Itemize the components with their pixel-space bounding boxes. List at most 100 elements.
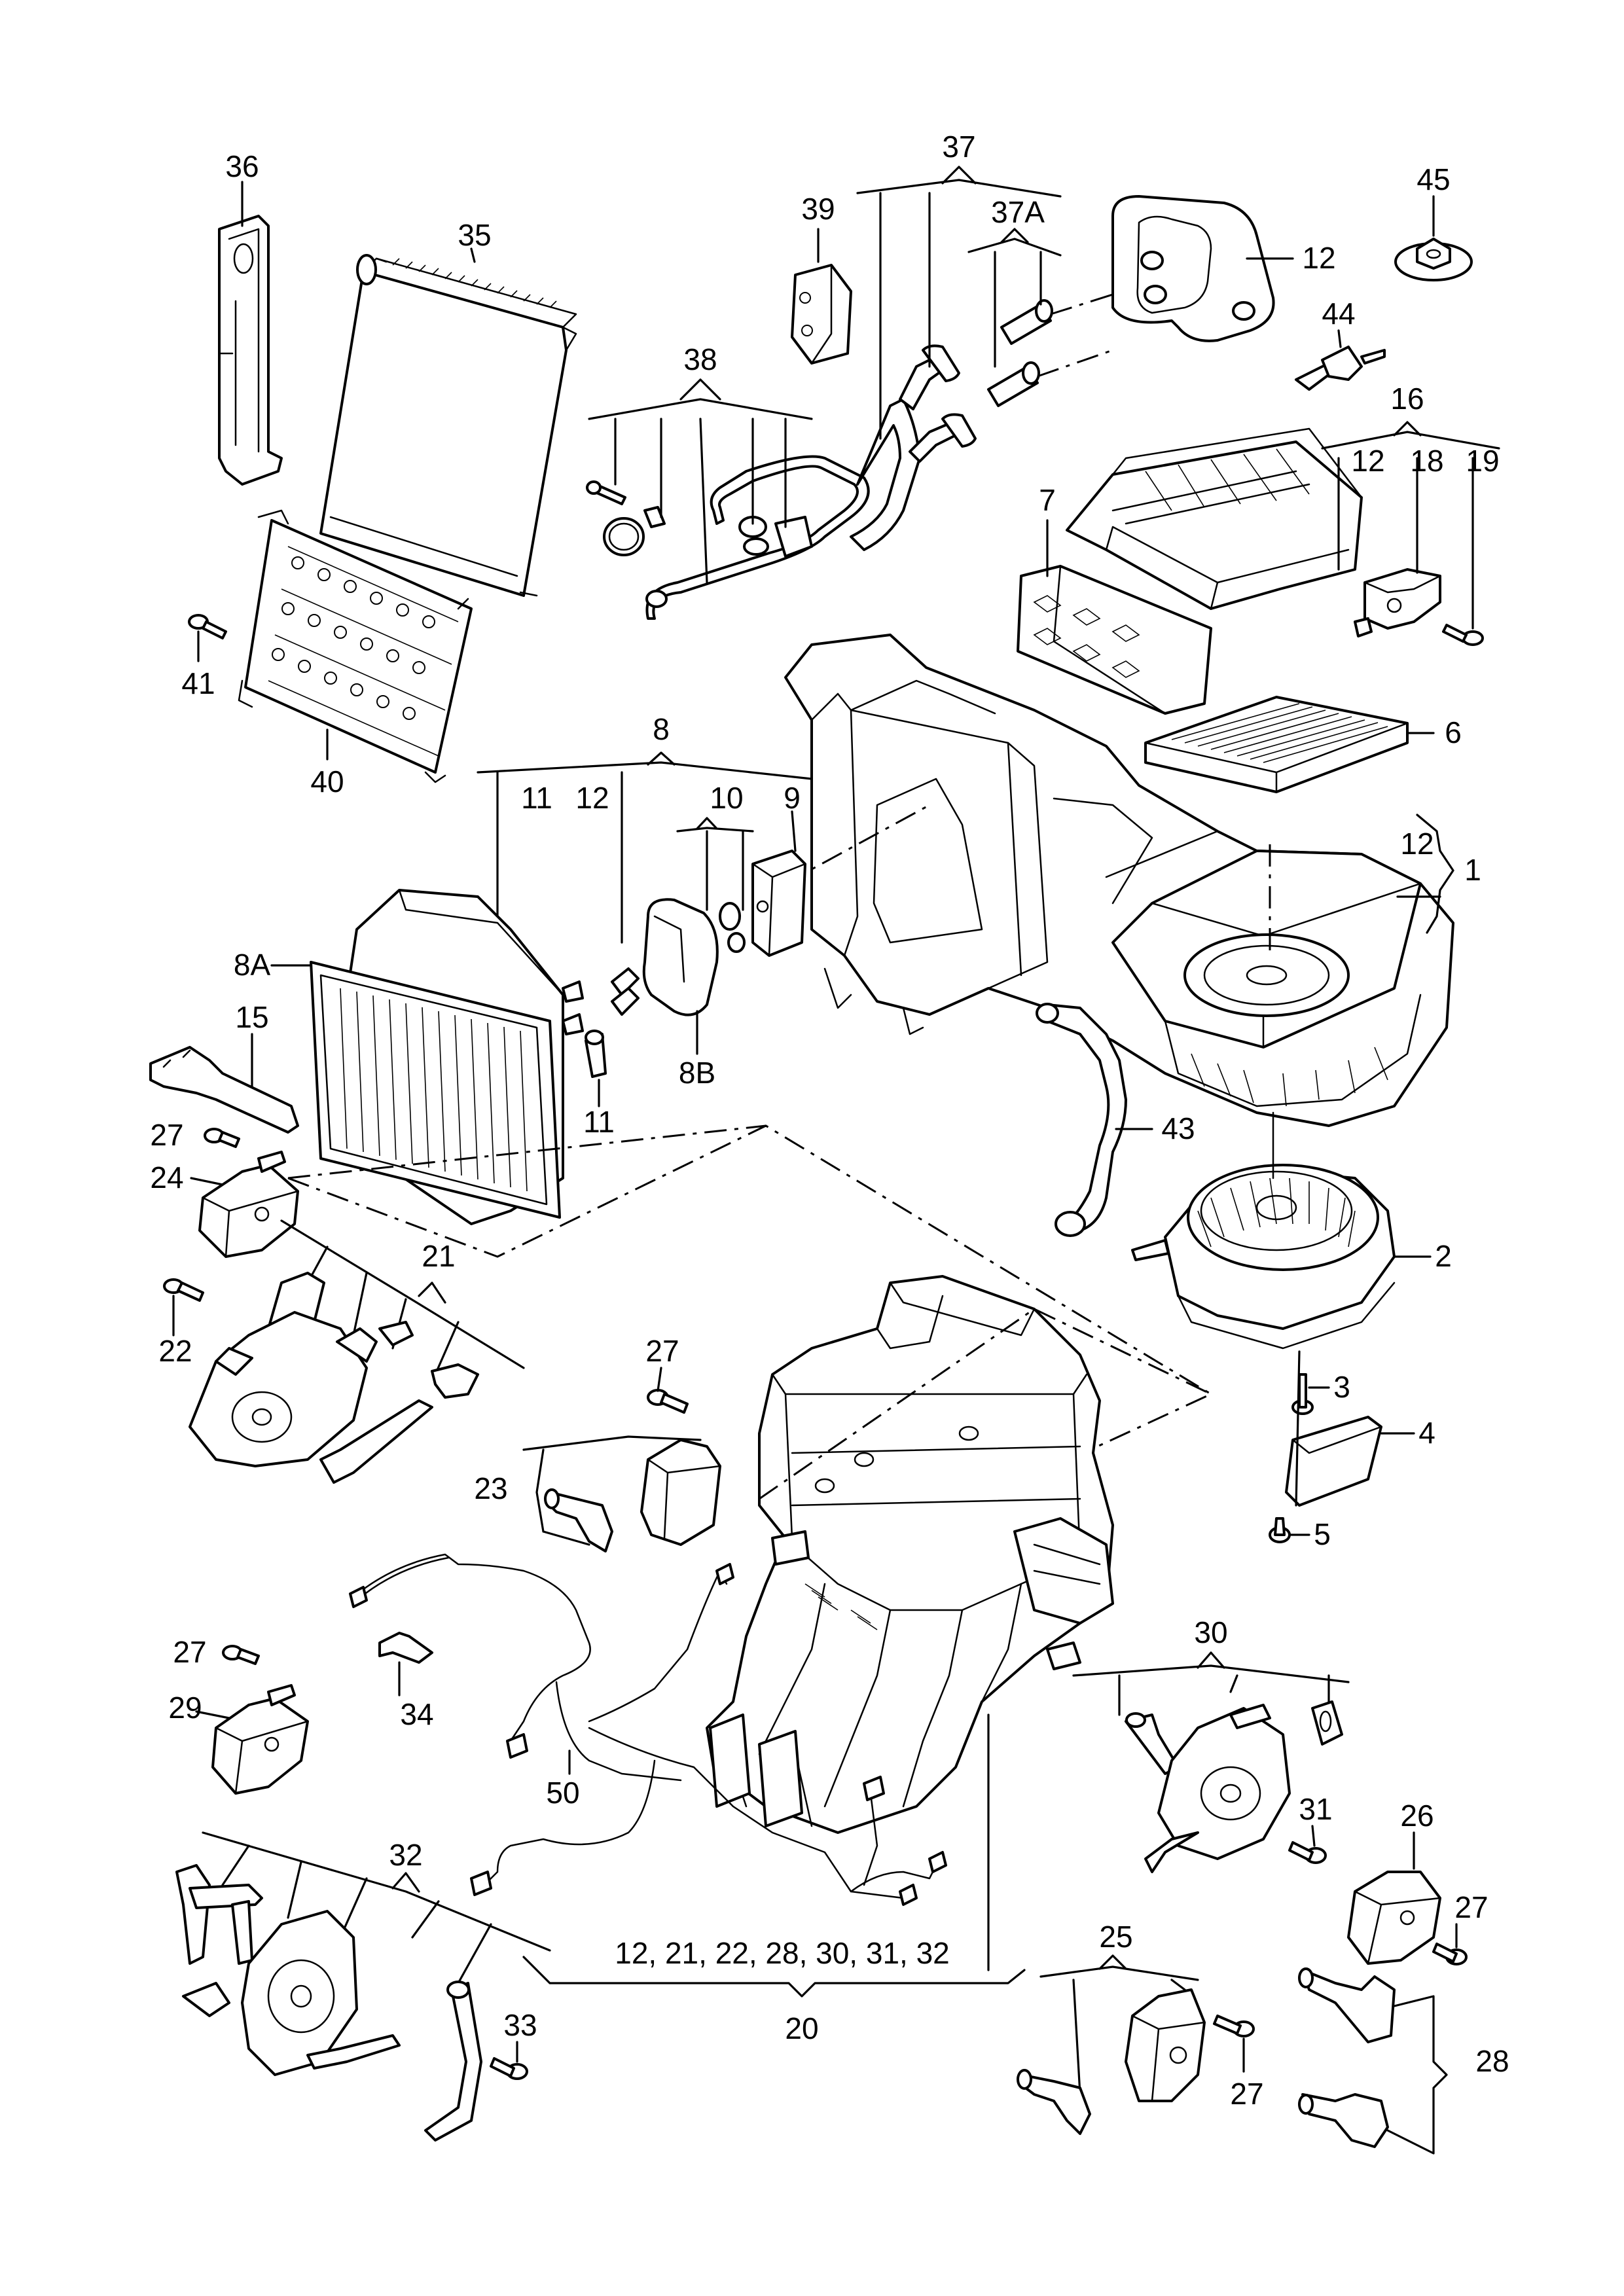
part-37a-valves [987, 299, 1053, 407]
callout-16: 16 [1390, 382, 1424, 416]
callout-18: 18 [1410, 444, 1443, 478]
callout-27-c: 27 [173, 1635, 206, 1669]
part-3-screw [1291, 1373, 1314, 1415]
part-19-screw [1442, 624, 1484, 646]
part-20-heater-housing [706, 1275, 1114, 1834]
callout-6: 6 [1445, 715, 1462, 749]
part-39-valve-block [791, 264, 852, 365]
callout-8: 8 [653, 712, 670, 746]
callout-39: 39 [801, 192, 835, 226]
part-40-aux-heater [238, 509, 473, 783]
part-31-screw [1288, 1841, 1327, 1864]
part-8b-expansion-cover [642, 898, 719, 1016]
part-44-clip [1295, 346, 1386, 391]
callout-34: 34 [400, 1697, 433, 1731]
callout-29: 29 [168, 1691, 202, 1725]
part-9-expansion-valve [751, 850, 806, 957]
callout-21: 21 [422, 1239, 455, 1273]
callout-27-b: 27 [645, 1334, 679, 1368]
part-50-wiring-harness [349, 1553, 947, 1906]
part-21-actuator-linkage [189, 1272, 479, 1484]
callout-4: 4 [1418, 1416, 1435, 1450]
part-30-flap-motor [1125, 1700, 1343, 1873]
callout-41: 41 [181, 666, 215, 700]
part-33-screw [490, 2057, 528, 2080]
callout-20: 20 [785, 2011, 818, 2045]
part-27-screw-d [1432, 1943, 1468, 1965]
callout-32: 32 [389, 1838, 422, 1872]
part-28-flap-shafts [1298, 1967, 1396, 2148]
part-32-flap-motor [175, 1864, 482, 2142]
part-41-screw [188, 614, 227, 639]
part-38-refrigerant-line [586, 344, 977, 620]
callout-23: 23 [474, 1471, 507, 1505]
callout-19: 19 [1466, 444, 1499, 478]
callout-9: 9 [784, 781, 801, 815]
callout-40: 40 [310, 764, 344, 798]
part-27-screw-e [1213, 2015, 1255, 2037]
part-5-screw [1269, 1517, 1291, 1543]
callout-25: 25 [1099, 1920, 1132, 1954]
part-12-gasket [1111, 195, 1275, 342]
callout-7: 7 [1039, 483, 1056, 517]
callout-12-d: 12 [1400, 827, 1434, 861]
part-4-cover [1285, 1416, 1382, 1507]
callout-31: 31 [1299, 1792, 1332, 1826]
callout-12-b: 12 [1351, 444, 1384, 478]
part-34-clip [378, 1632, 433, 1664]
part-26-servo-motor [1347, 1871, 1441, 1965]
callout-15: 15 [235, 1000, 268, 1034]
callout-26: 26 [1400, 1799, 1434, 1833]
part-29-servo-motor [211, 1684, 309, 1795]
callout-11: 11 [521, 781, 552, 815]
callout-33: 33 [503, 2008, 537, 2042]
part-16-air-inlet [1066, 427, 1363, 610]
callout-20-list: 12, 21, 22, 28, 30, 31, 32 [615, 1936, 950, 1970]
part-8a-evaporator [310, 889, 584, 1225]
callout-45: 45 [1416, 162, 1450, 196]
callout-27-d: 27 [1454, 1890, 1488, 1924]
callout-5: 5 [1314, 1517, 1331, 1551]
callout-10: 10 [710, 781, 743, 815]
part-24-servo-motor [198, 1151, 299, 1258]
callout-38: 38 [683, 342, 717, 376]
part-22-screw [163, 1278, 204, 1302]
callout-28: 28 [1475, 2044, 1509, 2078]
callout-8a: 8A [234, 948, 271, 982]
callout-22: 22 [158, 1334, 192, 1368]
callout-36: 36 [225, 149, 259, 183]
callout-30: 30 [1194, 1615, 1227, 1649]
part-45-nut [1394, 238, 1473, 281]
callout-8b: 8B [679, 1056, 715, 1090]
callout-43: 43 [1161, 1111, 1195, 1145]
callout-35: 35 [458, 218, 491, 252]
callout-12-c: 12 [575, 781, 609, 815]
part-27-screw-b [647, 1389, 689, 1414]
callout-12-top: 12 [1302, 241, 1335, 275]
part-25-servo-motor [1017, 1988, 1206, 2135]
callout-2: 2 [1435, 1239, 1452, 1273]
part-36-bracket [218, 215, 283, 486]
part-18-actuator [1354, 568, 1441, 637]
callout-44: 44 [1322, 296, 1355, 331]
part-10-o-rings [719, 902, 746, 953]
callout-1: 1 [1464, 853, 1481, 887]
part-2-blower-motor [1131, 1111, 1396, 1350]
part-27-screw-a [204, 1128, 240, 1148]
part-6-dust-filter [1144, 696, 1409, 793]
part-7-recirculation-flap [1017, 565, 1212, 715]
callout-27-a: 27 [150, 1118, 183, 1152]
callout-3: 3 [1333, 1370, 1350, 1404]
callout-50: 50 [546, 1776, 579, 1810]
part-1-blower-housing [784, 634, 1454, 1127]
part-27-screw-c [222, 1645, 260, 1665]
part-23-servo-motor [544, 1439, 721, 1552]
part-43-drain-hose [1036, 1003, 1127, 1237]
part-11-screws [585, 967, 640, 1078]
callout-37: 37 [942, 130, 975, 164]
callout-27-e: 27 [1230, 2077, 1263, 2111]
callout-37a: 37A [991, 195, 1045, 229]
part-15-temperature-sensor [149, 1046, 299, 1134]
part-35-heater-core [319, 254, 577, 597]
